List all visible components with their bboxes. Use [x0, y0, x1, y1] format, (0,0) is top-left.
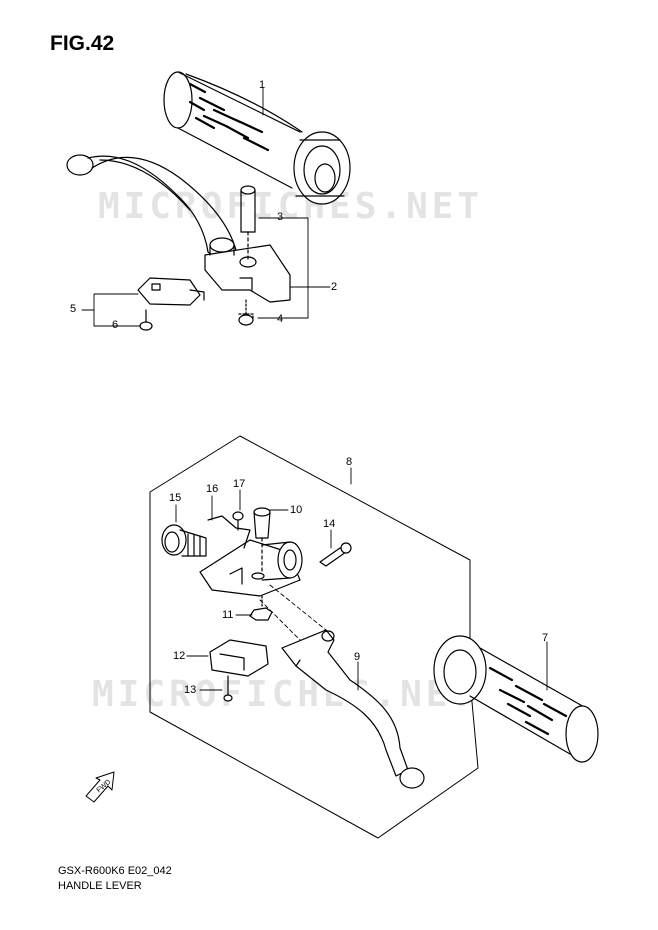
callout-1: 1: [259, 79, 266, 91]
lever-clamp: [261, 541, 303, 581]
assembly-boundary-box: [149, 435, 479, 839]
callout-12: 12: [173, 650, 186, 662]
drawing-code: GSX-R600K6 E02_042: [58, 865, 172, 877]
adjuster-knob: [161, 524, 207, 557]
drawing-title: HANDLE LEVER: [58, 880, 142, 892]
grip-upper: [163, 71, 351, 205]
nut-bottom: [249, 595, 273, 621]
nut-top: [238, 299, 254, 326]
figure-title: FIG.42: [50, 32, 115, 55]
leader-lines-top: [81, 87, 331, 327]
callout-8: 8: [346, 456, 353, 468]
watermark-top: MICROFICHES.NET: [98, 186, 484, 227]
callout-6: 6: [112, 319, 119, 331]
fwd-arrow: [85, 771, 115, 803]
screw-bottom: [223, 675, 233, 702]
callout-2: 2: [331, 281, 338, 293]
switch-top: [137, 277, 205, 306]
callout-14: 14: [323, 518, 336, 530]
callout-3: 3: [277, 211, 284, 223]
callout-7: 7: [542, 632, 549, 644]
lever-bracket-bottom: [199, 515, 301, 597]
callout-13: 13: [184, 684, 197, 696]
watermark-bottom: MICROFICHES.NET: [92, 674, 478, 715]
small-bolt: [232, 511, 244, 531]
callout-4: 4: [277, 313, 284, 325]
callout-10: 10: [290, 504, 303, 516]
callout-11: 11: [222, 609, 234, 621]
brake-switch: [209, 639, 269, 677]
screw-top: [139, 309, 153, 331]
brake-lever: [281, 629, 425, 789]
callout-5: 5: [70, 303, 77, 315]
callout-9: 9: [354, 651, 361, 663]
alignment-dashes: [259, 584, 327, 641]
lever-bracket-top: [204, 237, 291, 303]
grip-lower: [433, 635, 599, 763]
callout-17: 17: [233, 478, 246, 490]
pivot-bolt-bottom: [253, 507, 271, 575]
pivot-bolt-top: [240, 185, 256, 263]
leader-lines-bottom: [175, 467, 548, 691]
callout-16: 16: [206, 483, 219, 495]
callout-15: 15: [169, 492, 182, 504]
mounting-screw: [319, 542, 352, 567]
